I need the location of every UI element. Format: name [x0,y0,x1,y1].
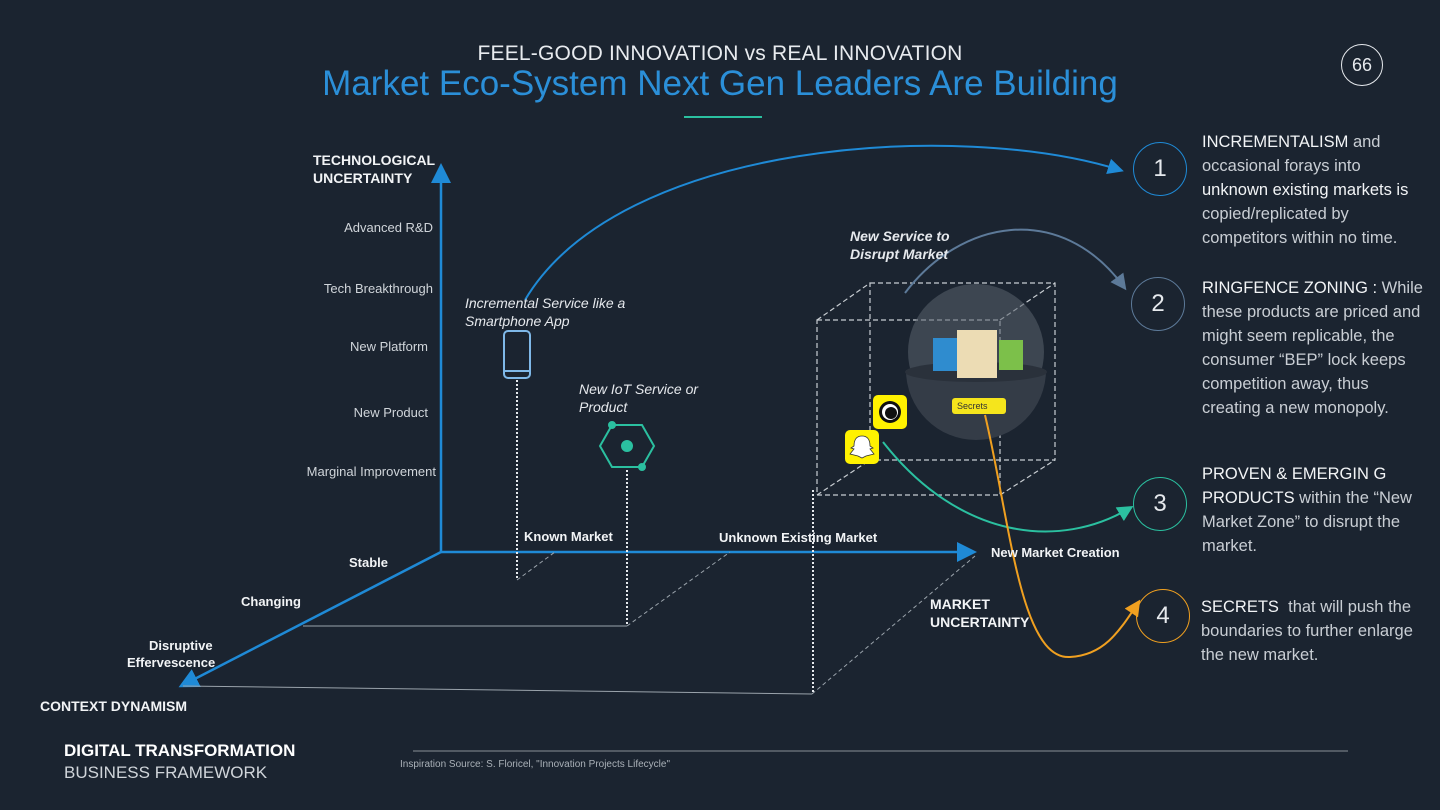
note-1-text: and occasional forays into [1202,133,1381,175]
title-underline [684,116,762,118]
footer-subtitle: BUSINESS FRAMEWORK [64,763,268,782]
step-1-badge: 1 [1133,142,1187,196]
step-3-badge: 3 [1133,477,1187,531]
disrupt-label-1: New Service to [850,228,950,244]
arrow-4-curve [984,414,1141,659]
arrow-3-curve [882,441,1134,533]
y-tick: New Product [353,405,428,420]
iot-label-1: New IoT Service or [579,381,699,397]
z-tick: Disruptive [149,638,213,653]
note-1: INCREMENTALISM and occasional forays int… [1202,130,1427,250]
x-tick: Unknown Existing Market [719,530,878,545]
z-tick: Effervescence [127,655,216,670]
dropdown-lines [516,380,814,694]
note-2-bold: RINGFENCE ZONING : [1202,279,1378,297]
z-axis [178,550,442,688]
x-tick: New Market Creation [991,545,1120,560]
x-axis-label-1: MARKET [930,596,990,612]
step-4-badge: 4 [1136,589,1190,643]
arrow-2-curve [904,228,1127,294]
note-3-text: within the “New Market Zone” to disrupt … [1202,489,1412,555]
y-axis-label-1: TECHNOLOGICAL [313,152,436,168]
y-tick: Tech Breakthrough [323,281,433,296]
disrupt-label-2: Disrupt Market [850,246,949,262]
y-tick: Advanced R&D [344,220,433,235]
note-3-bold: PROVEN & EMERGIN G PRODUCTS [1202,465,1387,507]
source-citation: Inspiration Source: S. Floricel, "Innova… [400,759,670,770]
app-icons [845,395,907,464]
phone-icon [503,330,531,379]
note-3: PROVEN & EMERGIN G PRODUCTS within the “… [1202,462,1427,558]
y-axis-label-2: UNCERTAINTY [313,170,413,186]
supertitle: FEEL-GOOD INNOVATION vs REAL INNOVATION [477,42,963,65]
glass-dome [905,284,1047,440]
note-1-bold-2: unknown existing markets is [1202,181,1409,199]
note-4-text: that will push the boundaries to further… [1201,598,1418,664]
note-1-text-2: copied/replicated by competitors within … [1202,205,1398,247]
footer-title: DIGITAL TRANSFORMATION [64,741,296,760]
note-4: SECRETS that will push the boundaries to… [1201,595,1426,667]
note-2-text: While these products are priced and migh… [1202,279,1423,417]
note-4-bold: SECRETS [1201,598,1279,616]
iot-label-2: Product [579,399,628,415]
x-axis-label-2: UNCERTAINTY [930,614,1030,630]
x-tick: Known Market [524,529,613,544]
z-axis-label: CONTEXT DYNAMISM [40,698,187,714]
note-2: RINGFENCE ZONING : While these products … [1202,276,1427,420]
incremental-label-1: Incremental Service like a [465,295,626,311]
step-2-badge: 2 [1131,277,1185,331]
y-tick: Marginal Improvement [306,464,436,479]
arrow-1-curve [524,144,1124,301]
incremental-label-2: Smartphone App [465,313,570,329]
y-tick: New Platform [349,339,428,354]
market-planes [182,551,976,695]
iot-icon [598,421,656,471]
page-number: 66 [1341,44,1383,86]
z-tick: Stable [349,555,389,570]
page-title: Market Eco-System Next Gen Leaders Are B… [322,64,1118,103]
z-tick: Changing [241,594,301,609]
note-1-bold: INCREMENTALISM [1202,133,1349,151]
secrets-tag: Secrets [957,401,988,411]
